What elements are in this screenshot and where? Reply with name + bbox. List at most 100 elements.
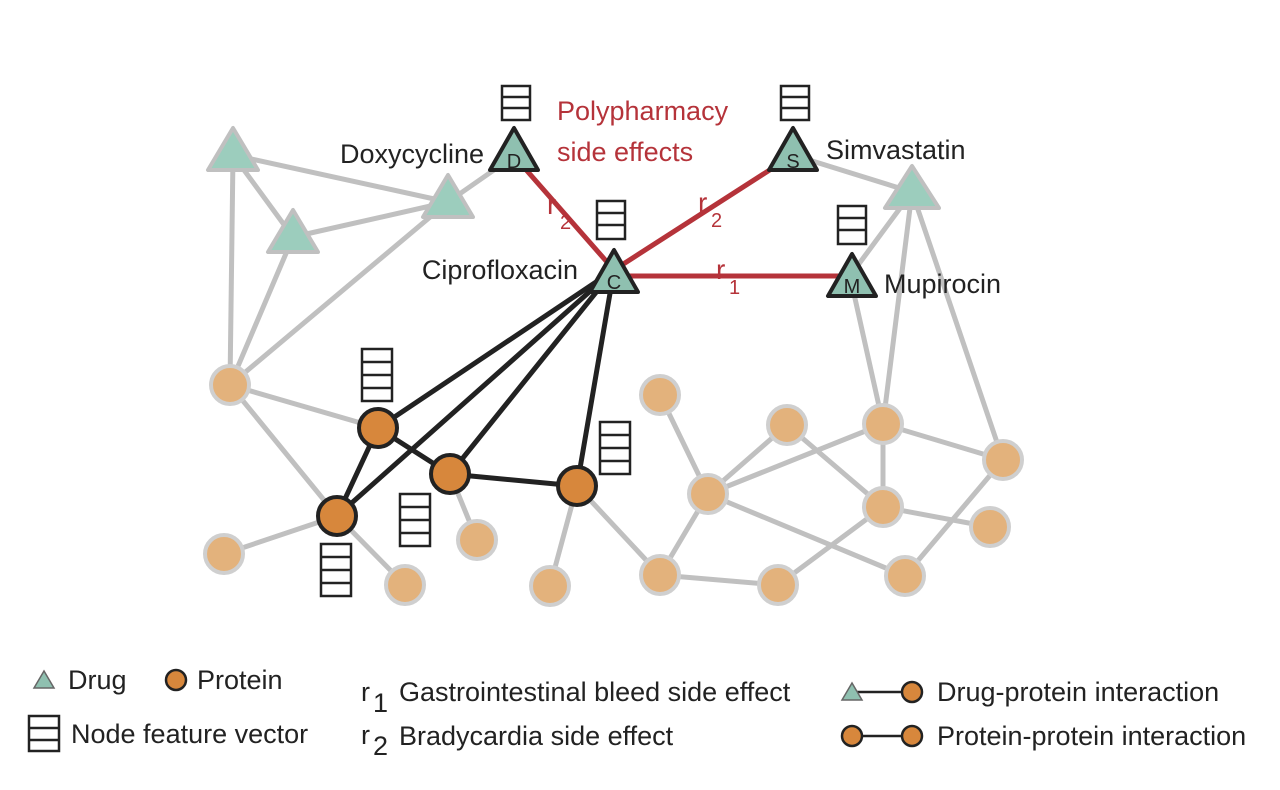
edge: [227, 234, 296, 388]
drug-node: [883, 164, 941, 210]
edge: [705, 421, 886, 497]
protein-icon: [164, 668, 188, 692]
drug-label-mupirocin: Mupirocin: [884, 269, 1001, 299]
drug-letter: C: [607, 272, 621, 294]
legend-drug: Drug: [32, 665, 127, 695]
drug-letter: S: [786, 151, 799, 173]
protein-node: [639, 374, 681, 416]
drug-simvastatin: S Simvastatin: [767, 126, 966, 173]
drug-doxycycline: D Doxycycline: [340, 126, 540, 173]
legend-feature-vector: Node feature vector: [27, 714, 308, 753]
legend-protein-protein-label: Protein-protein interaction: [937, 721, 1246, 751]
protein-node: [766, 404, 808, 446]
legend: Drug Protein Node feature vector r 1 Gas…: [27, 665, 1246, 761]
feature-vector-icon: [836, 204, 868, 246]
feature-vector-icon: [598, 420, 632, 476]
drug-letter: M: [844, 276, 861, 298]
drug-label-ciprofloxacin: Ciprofloxacin: [422, 255, 578, 285]
drug-letter: D: [507, 151, 521, 173]
light-protein-nodes: [203, 364, 1024, 607]
edge-label-doxycycline-ciprofloxacin: r 2: [547, 189, 571, 234]
edge-label-letter: r: [716, 254, 725, 285]
drug-icon: [840, 681, 864, 701]
protein-node: [209, 364, 251, 406]
edge: [784, 422, 886, 510]
protein-node-highlighted: [316, 495, 358, 537]
legend-r1-letter: r: [361, 677, 370, 707]
edge-label-simvastatin-ciprofloxacin: r 2: [698, 187, 722, 232]
drug-node: [421, 173, 475, 219]
title-line-2: side effects: [557, 137, 693, 167]
legend-r1-sub: 1: [373, 688, 388, 718]
edge: [227, 152, 236, 388]
drug-mupirocin: M Mupirocin: [826, 252, 1001, 299]
drug-icon: [32, 669, 56, 689]
edge: [290, 199, 451, 240]
legend-r2: r 2 Bradycardia side effect: [361, 720, 674, 761]
legend-r2-sub: 2: [373, 731, 388, 761]
legend-r1-text: Gastrointestinal bleed side effect: [399, 677, 791, 707]
drug-node-simvastatin: [767, 126, 819, 172]
legend-r1: r 1 Gastrointestinal bleed side effect: [361, 677, 791, 718]
protein-node-highlighted: [556, 465, 598, 507]
edge: [227, 382, 381, 431]
protein-node-highlighted: [357, 407, 399, 449]
edge: [574, 267, 617, 489]
edge-label-sub: 2: [711, 210, 722, 232]
drug-node: [266, 208, 320, 254]
edge: [909, 189, 1006, 463]
protein-node: [687, 473, 729, 515]
edge: [447, 267, 617, 477]
drug-node: [206, 126, 260, 172]
protein-node: [384, 564, 426, 606]
legend-drug-protein-label: Drug-protein interaction: [937, 677, 1219, 707]
edge: [880, 189, 915, 427]
light-drug-nodes: [206, 126, 941, 254]
edge-label-letter: r: [547, 189, 556, 220]
side-effect-edges: [511, 152, 853, 279]
legend-drug-protein: Drug-protein interaction: [840, 677, 1219, 707]
edge-label-sub: 1: [729, 277, 740, 299]
edge-label-letter: r: [698, 187, 707, 218]
edge-label-sub: 2: [560, 212, 571, 234]
feature-vector-icon: [398, 492, 432, 548]
protein-icon: [900, 724, 924, 748]
protein-node: [862, 486, 904, 528]
protein-icon: [900, 680, 924, 704]
edge: [375, 267, 617, 431]
feature-vector-icon: [595, 199, 627, 241]
legend-drug-label: Drug: [68, 665, 127, 695]
feature-vector-icon: [360, 347, 394, 403]
drug-node-ciprofloxacin: [588, 248, 640, 294]
feature-vectors: [319, 84, 868, 598]
feature-vector-icon: [500, 84, 532, 122]
black-edges: [334, 267, 617, 519]
feature-vector-icon: [27, 714, 61, 753]
protein-node: [862, 403, 904, 445]
edge: [775, 504, 886, 588]
legend-protein: Protein: [164, 665, 283, 695]
title-line-1: Polypharmacy: [557, 96, 729, 126]
legend-protein-protein: Protein-protein interaction: [840, 721, 1246, 751]
drug-node-doxycycline: [488, 126, 540, 172]
edge-simvastatin-ciprofloxacin: [611, 152, 796, 273]
protein-node: [639, 554, 681, 596]
drug-node-mupirocin: [826, 252, 878, 298]
protein-node: [757, 564, 799, 606]
feature-vector-icon: [319, 542, 353, 598]
protein-node: [529, 565, 571, 607]
drug-ciprofloxacin: C Ciprofloxacin: [422, 248, 640, 294]
legend-r2-text: Bradycardia side effect: [399, 721, 674, 751]
drug-label-simvastatin: Simvastatin: [826, 135, 966, 165]
protein-node: [982, 439, 1024, 481]
legend-feature-vector-label: Node feature vector: [71, 719, 308, 749]
edge: [227, 382, 340, 519]
legend-protein-label: Protein: [197, 665, 283, 695]
edge: [334, 267, 617, 519]
edge: [447, 471, 580, 489]
edge: [847, 273, 886, 427]
protein-node: [203, 533, 245, 575]
legend-r2-letter: r: [361, 720, 370, 750]
protein-node-highlighted: [429, 453, 471, 495]
